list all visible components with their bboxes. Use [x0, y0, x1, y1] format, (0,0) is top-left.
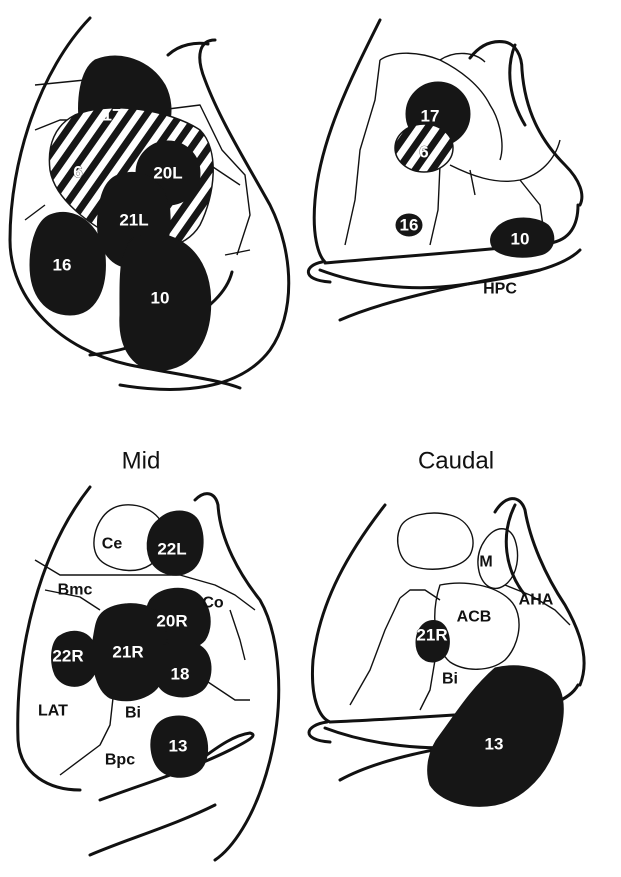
- label-bi: Bi: [442, 671, 458, 688]
- label-co: Co: [202, 595, 224, 612]
- label-22R: 22R: [52, 647, 83, 666]
- label-6: 6: [419, 143, 428, 162]
- label-22L: 22L: [157, 540, 186, 559]
- label-21L: 21L: [119, 211, 148, 230]
- label-6: 6: [73, 163, 82, 182]
- label-17: 17: [421, 107, 440, 126]
- label-ce: Ce: [102, 536, 123, 553]
- label-20R: 20R: [156, 612, 187, 631]
- panel-caudal: Caudal M AHA ACB 21R Bi: [309, 448, 584, 807]
- label-bmc: Bmc: [58, 582, 93, 599]
- label-18: 18: [171, 665, 190, 684]
- lesion-markers: [416, 621, 563, 807]
- label-13: 13: [485, 735, 504, 754]
- label-acb: ACB: [457, 609, 492, 626]
- label-lat: LAT: [38, 703, 68, 720]
- panel-title-caudal: Caudal: [418, 448, 494, 475]
- panel-top-left: 17 6 20L 21L 16 10: [10, 18, 289, 389]
- label-bpc: Bpc: [105, 752, 135, 769]
- label-bi: Bi: [125, 705, 141, 722]
- label-13: 13: [169, 737, 188, 756]
- label-10: 10: [151, 289, 170, 308]
- label-16: 16: [53, 256, 72, 275]
- label-20L: 20L: [153, 164, 182, 183]
- panel-title-mid: Mid: [122, 448, 161, 475]
- label-m: M: [479, 554, 492, 571]
- label-hpc: HPC: [483, 281, 517, 298]
- panel-top-right: 17 6 16 10 HPC: [308, 20, 582, 320]
- panel-mid: Mid Ce 22L Bmc Co 20R: [18, 448, 279, 861]
- label-16: 16: [400, 216, 419, 235]
- label-21R: 21R: [112, 643, 143, 662]
- label-10: 10: [511, 230, 530, 249]
- label-aha: AHA: [519, 592, 554, 609]
- label-21R: 21R: [416, 626, 447, 645]
- label-17: 17: [103, 106, 122, 125]
